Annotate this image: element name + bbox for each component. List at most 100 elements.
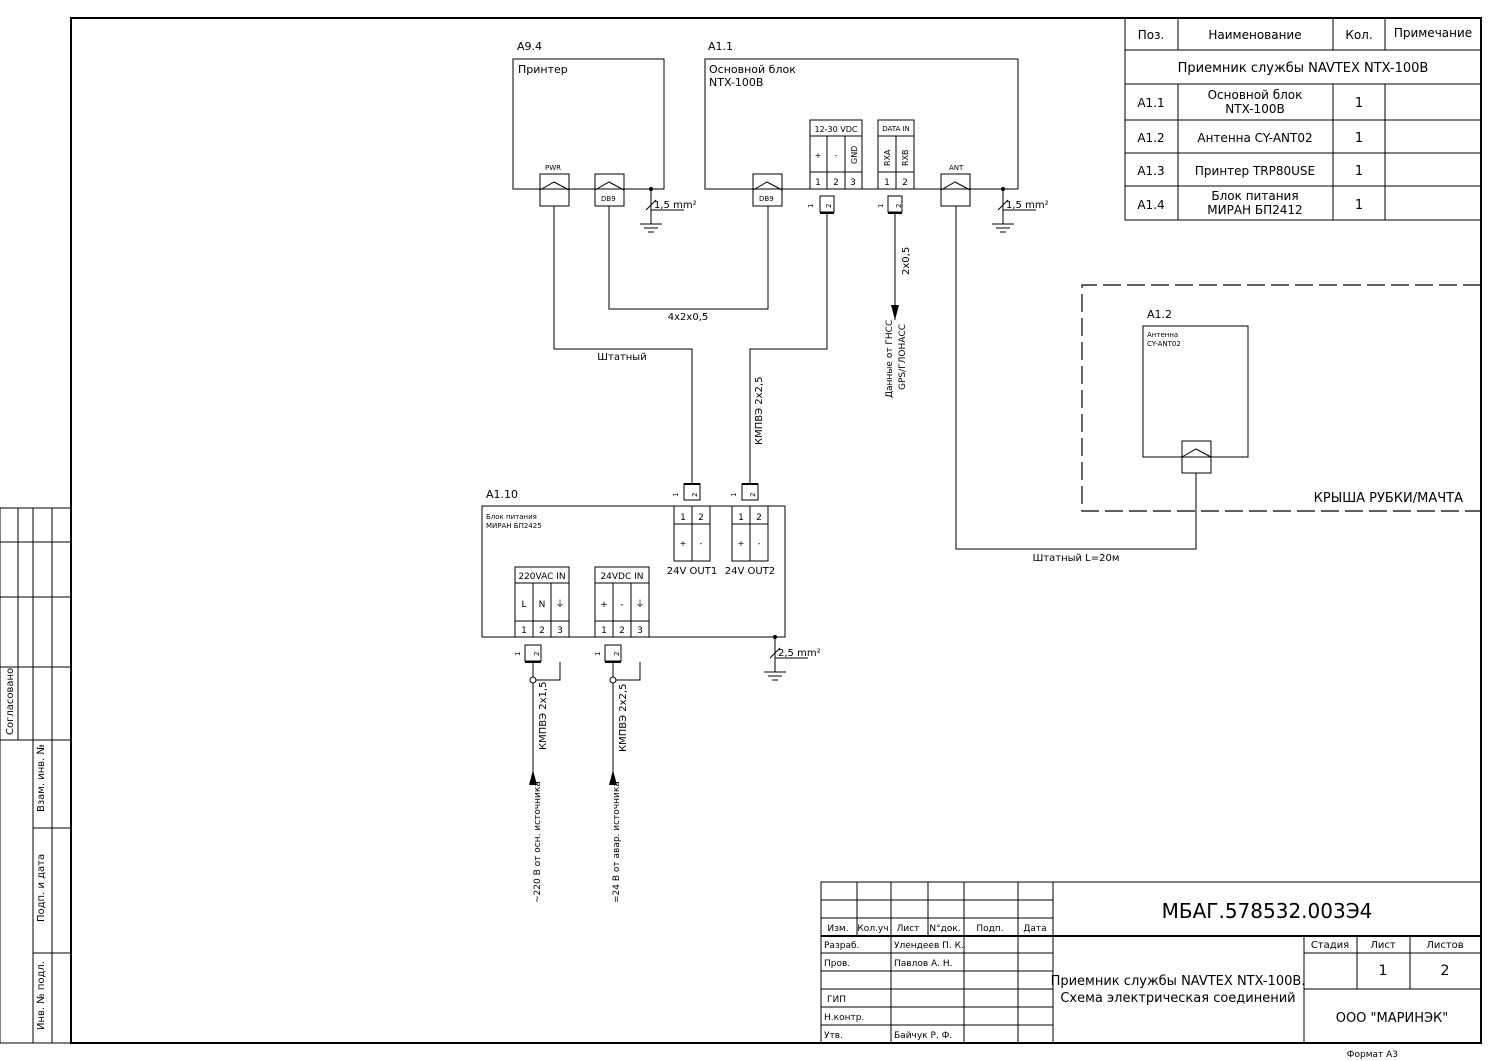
antenna-name-1: Антенна xyxy=(1147,331,1178,339)
title-block: Изм. Кол.уч Лист N°док. Подп. Дата Разра… xyxy=(820,881,1482,1044)
psu-dc-pin: ⏚ xyxy=(635,599,644,610)
antenna-cable xyxy=(955,206,1197,550)
psu-dc-num: 2 xyxy=(619,626,625,636)
main-pwr-cable xyxy=(749,213,828,484)
psu-out2-label: 24V OUT2 xyxy=(725,566,775,577)
spec-row-pos: A1.2 xyxy=(1137,131,1164,145)
psu-dc-num: 3 xyxy=(637,626,643,636)
sheets-value: 2 xyxy=(1441,963,1450,979)
psu-out-pin: - xyxy=(758,539,761,548)
doc-title-1: Приемник службы NAVTEX NTX-100B. xyxy=(1051,974,1306,989)
tb-person: Байчук Р. Ф. xyxy=(894,1031,952,1041)
db9-cable-label: 4x2x0,5 xyxy=(668,312,708,323)
db9-cable xyxy=(608,206,769,310)
spec-row-pos: A1.1 xyxy=(1137,96,1164,110)
sheet-label: Лист xyxy=(1370,940,1396,951)
main-data-title: DATA IN xyxy=(882,125,910,133)
pin-num: 2 xyxy=(825,204,833,208)
data-source-label-1: Данные от ГНСС xyxy=(885,320,895,398)
psu-ground-label: 2,5 mm² xyxy=(778,648,821,659)
main-data-num: 1 xyxy=(884,178,890,188)
psu-out1-label: 24V OUT1 xyxy=(667,566,717,577)
pin-num: 1 xyxy=(730,493,738,497)
ac-source-label: ~220 В от осн. источника xyxy=(533,781,543,903)
dc-source-label: =24 В от авар. источника xyxy=(612,781,622,903)
pin-num: 1 xyxy=(672,493,680,497)
spec-row-qty: 1 xyxy=(1355,198,1363,213)
antenna-cable-label: Штатный L=20м xyxy=(1033,553,1120,564)
psu-out-num: 2 xyxy=(698,513,704,523)
tb-role: Н.контр. xyxy=(824,1013,864,1023)
printer-block: A9.4 Принтер PWR DB9 1,5 mm² xyxy=(512,40,697,233)
tb-role: Разраб. xyxy=(824,941,859,951)
antenna-pos: A1.2 xyxy=(1147,308,1172,321)
pin-num: 2 xyxy=(895,204,903,208)
psu-name-1: Блок питания xyxy=(486,513,537,521)
tb-person: Павлов А. Н. xyxy=(894,959,953,969)
main-data-pin-rxa: RXA xyxy=(883,149,892,166)
pin-num: 1 xyxy=(594,652,602,656)
printer-ground-label: 1,5 mm² xyxy=(654,200,697,211)
psu-ac-pin: ⏚ xyxy=(555,599,564,610)
tb-col-header: Лист xyxy=(897,924,920,934)
tb-col-header: Подп. xyxy=(976,924,1003,934)
agreed-label: Согласовано xyxy=(5,668,16,735)
main-data-num: 2 xyxy=(902,178,908,188)
spec-group: Приемник службы NAVTEX NTX-100B xyxy=(1178,61,1429,76)
psu-ac-terminal xyxy=(514,566,570,638)
spec-row-pos: A1.3 xyxy=(1137,164,1164,178)
psu-name-2: МИРАН БП2425 xyxy=(486,522,542,530)
psu-pos: A1.10 xyxy=(486,488,518,501)
sheet-value: 1 xyxy=(1379,963,1388,979)
main-pwr-num: 2 xyxy=(833,178,839,188)
tb-col-header: Изм. xyxy=(827,924,848,934)
spec-row-qty: 1 xyxy=(1355,164,1363,179)
pin-num: 2 xyxy=(691,493,699,497)
spec-row-name: Основной блок xyxy=(1208,88,1303,102)
doc-code: МБАГ.578532.003Э4 xyxy=(1162,899,1373,923)
pin-num: 2 xyxy=(749,493,757,497)
side-stamp: Согласовано Взам. инв. № Подп. и дата Ин… xyxy=(0,507,72,1044)
spec-row-qty: 1 xyxy=(1355,96,1363,111)
psu-ac-title: 220VAC IN xyxy=(518,572,565,582)
psu-block: A1.10 Блок питания МИРАН БП2425 1 2 1 2 … xyxy=(481,483,821,681)
main-pwr-num: 3 xyxy=(850,178,856,188)
spec-row-name: Принтер TRP80USE xyxy=(1195,164,1315,178)
pin-num: 1 xyxy=(807,204,815,208)
main-db9-label: DB9 xyxy=(759,195,774,203)
tb-col-header: N°док. xyxy=(929,924,960,934)
pin-num: 1 xyxy=(877,204,885,208)
spec-header: Наименование xyxy=(1208,28,1301,42)
printer-pwr-label: PWR xyxy=(545,164,561,172)
main-pwr-pin-plus: + xyxy=(815,151,822,160)
spec-table: Поз. Наименование Кол. Примечание Приемн… xyxy=(1124,17,1482,221)
vzam-label: Взам. инв. № xyxy=(36,744,47,812)
antenna-name-2: CY-ANT02 xyxy=(1147,340,1181,348)
main-data-pin-rxb: RXB xyxy=(901,149,910,166)
spec-header: Примечание xyxy=(1394,26,1472,40)
tb-col-header: Дата xyxy=(1023,924,1046,934)
main-unit-plugs: 1 2 1 2 xyxy=(807,195,903,214)
format-label: Формат А3 xyxy=(1347,1050,1398,1060)
psu-out-num: 1 xyxy=(738,513,744,523)
pin-num: 2 xyxy=(533,652,541,656)
psu-dc-pin: + xyxy=(600,600,608,610)
psu-ac-pin: L xyxy=(521,600,526,610)
printer-pwr-cable xyxy=(553,206,693,484)
stage-label: Стадия xyxy=(1311,940,1349,951)
spec-row-name: Антенна CY-ANT02 xyxy=(1197,131,1312,145)
main-ant-connector xyxy=(940,173,971,207)
psu-out-pin: + xyxy=(738,539,745,548)
tb-role: ГИП xyxy=(827,995,846,1005)
roof-zone-label: КРЫША РУБКИ/МАЧТА xyxy=(1314,491,1463,506)
spec-row-name: NTX-100B xyxy=(1225,102,1284,116)
psu-ac-num: 2 xyxy=(539,626,545,636)
psu-ac-num: 3 xyxy=(557,626,563,636)
pin-num: 2 xyxy=(613,652,621,656)
spec-row-pos: A1.4 xyxy=(1137,198,1164,212)
main-pwr-num: 1 xyxy=(815,178,821,188)
psu-out-num: 1 xyxy=(680,513,686,523)
printer-name: Принтер xyxy=(518,63,568,76)
spec-row-name: МИРАН БП2412 xyxy=(1207,203,1302,217)
